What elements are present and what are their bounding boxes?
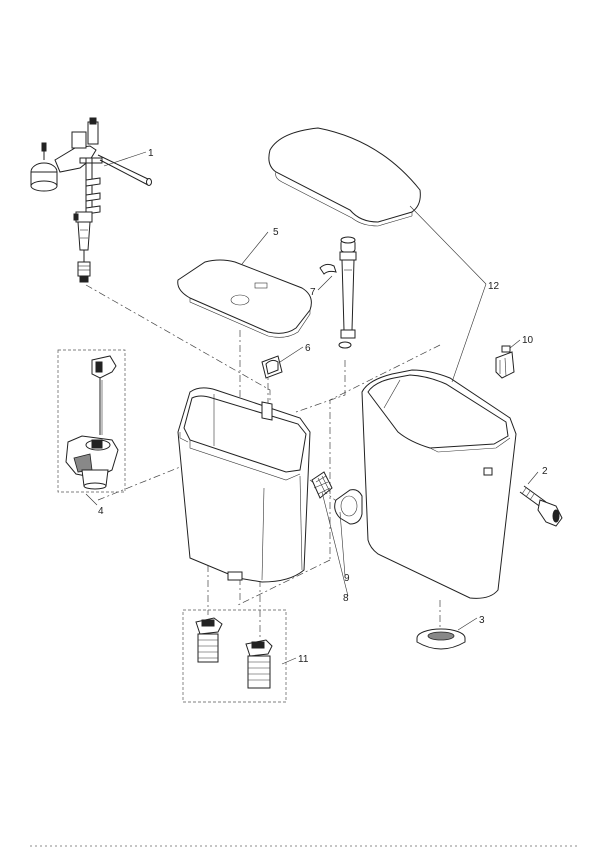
callout-9: 9: [344, 573, 350, 584]
seal-ring: [416, 628, 466, 650]
fitting-10: [495, 345, 515, 379]
float-group: [182, 609, 287, 703]
flush-valve-group: [57, 349, 126, 493]
callout-7: 7: [310, 287, 316, 298]
tank-lid: [268, 127, 421, 227]
callout-10: 10: [522, 335, 534, 346]
inner-cover: [177, 259, 312, 338]
gasket-8: [311, 471, 333, 499]
callout-8: 8: [343, 593, 349, 604]
callout-4: 4: [98, 506, 104, 517]
flange-gasket-9: [334, 489, 363, 525]
callout-2: 2: [542, 466, 548, 477]
callout-3: 3: [479, 615, 485, 626]
callout-1: 1: [148, 148, 154, 159]
flush-button: [519, 485, 563, 527]
overflow-pipe: [319, 236, 357, 349]
leader-lines: [85, 151, 539, 665]
outer-tank: [361, 369, 517, 599]
callout-5: 5: [273, 227, 279, 238]
callout-11: 11: [298, 654, 309, 665]
callout-labels: 1 2 3 4 5 6 7 8 9 10 11 12: [98, 148, 548, 665]
clip: [261, 355, 283, 379]
fill-valve: [30, 117, 152, 283]
callout-6: 6: [305, 343, 311, 354]
tank-body: [177, 387, 311, 583]
callout-12: 12: [488, 281, 500, 292]
